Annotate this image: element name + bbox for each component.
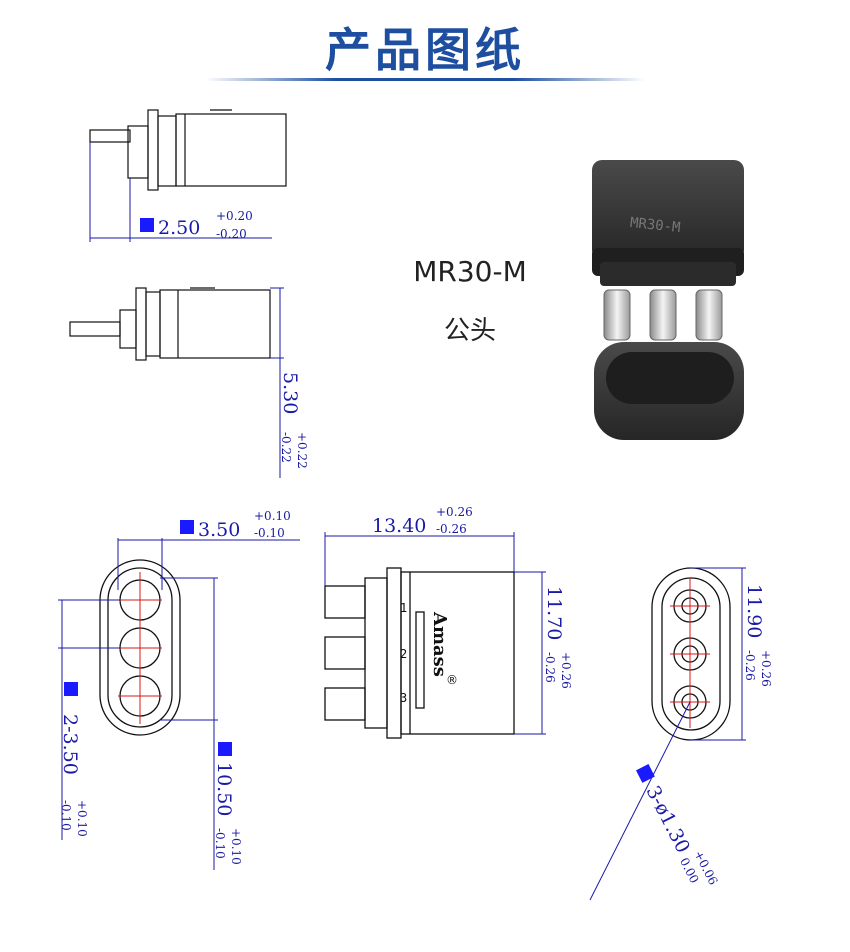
dim-side-width <box>89 142 272 242</box>
front-center-lines <box>118 572 162 724</box>
photo-part-mark: MR30-M <box>629 215 681 236</box>
side-view-top <box>89 109 287 191</box>
dim-front-width-tol-plus: +0.10 <box>254 509 291 523</box>
brand-mark: Amass <box>429 611 450 677</box>
dim-front-height-value: 10.50 <box>213 762 235 816</box>
dim-body-height <box>514 571 546 735</box>
product-photo: MR30-M <box>592 160 744 440</box>
side-view-bottom <box>69 287 271 361</box>
dim-front-height <box>160 577 218 870</box>
pin-label: 2 <box>400 647 407 661</box>
dim-pin-pitch-tol-minus: -0.10 <box>59 800 73 831</box>
dim-side-height <box>270 287 284 478</box>
dim-rear-height-value: 11.90 <box>743 584 765 638</box>
dim-side-width-tol-plus: +0.20 <box>216 209 253 223</box>
title-underline <box>205 78 645 81</box>
dim-body-height-tol-minus: -0.26 <box>543 652 557 683</box>
dim-hole-value: 3-ø1.30 <box>642 782 694 856</box>
dim-rear-height <box>690 567 746 741</box>
registered-mark: ® <box>446 673 458 687</box>
dim-marker-icon <box>180 520 194 534</box>
dim-body-height-value: 11.70 <box>543 586 565 640</box>
dim-marker-icon <box>218 742 232 756</box>
dim-front-height-tol-plus: +0.10 <box>229 828 243 865</box>
dim-side-width-tol-minus: -0.20 <box>216 227 247 241</box>
pin-label: 3 <box>400 691 407 705</box>
product-model: MR30-M <box>413 255 527 288</box>
dim-rear-height-tol-plus: +0.26 <box>759 650 773 687</box>
dim-pin-pitch-value: 2-3.50 <box>59 714 81 775</box>
dim-side-height-tol-plus: +0.22 <box>295 432 309 469</box>
profile-view <box>324 567 515 739</box>
dim-side-height-value: 5.30 <box>279 372 301 414</box>
dim-body-length-tol-plus: +0.26 <box>436 505 473 519</box>
dim-marker-icon <box>140 218 154 232</box>
rear-center-lines <box>670 578 710 728</box>
dim-front-width <box>117 538 300 590</box>
dim-body-length-tol-minus: -0.26 <box>436 522 467 536</box>
dim-side-height-tol-minus: -0.22 <box>279 432 293 463</box>
dim-marker-icon <box>636 764 655 783</box>
dim-front-height-tol-minus: -0.10 <box>213 828 227 859</box>
dim-body-length-value: 13.40 <box>372 515 426 537</box>
dim-front-width-tol-minus: -0.10 <box>254 526 285 540</box>
product-gender: 公头 <box>443 316 496 346</box>
dim-side-width-value: 2.50 <box>158 217 200 239</box>
dim-pin-pitch-tol-plus: +0.10 <box>75 800 89 837</box>
dim-pin-pitch <box>58 599 120 840</box>
dim-rear-height-tol-minus: -0.26 <box>743 650 757 681</box>
pin-label: 1 <box>400 601 407 615</box>
page-title: 产品图纸 <box>325 23 525 77</box>
dim-body-length <box>324 532 515 586</box>
dim-marker-icon <box>64 682 78 696</box>
dim-hole-leader <box>589 701 691 901</box>
dim-body-height-tol-plus: +0.26 <box>559 652 573 689</box>
dim-front-width-value: 3.50 <box>198 519 240 541</box>
